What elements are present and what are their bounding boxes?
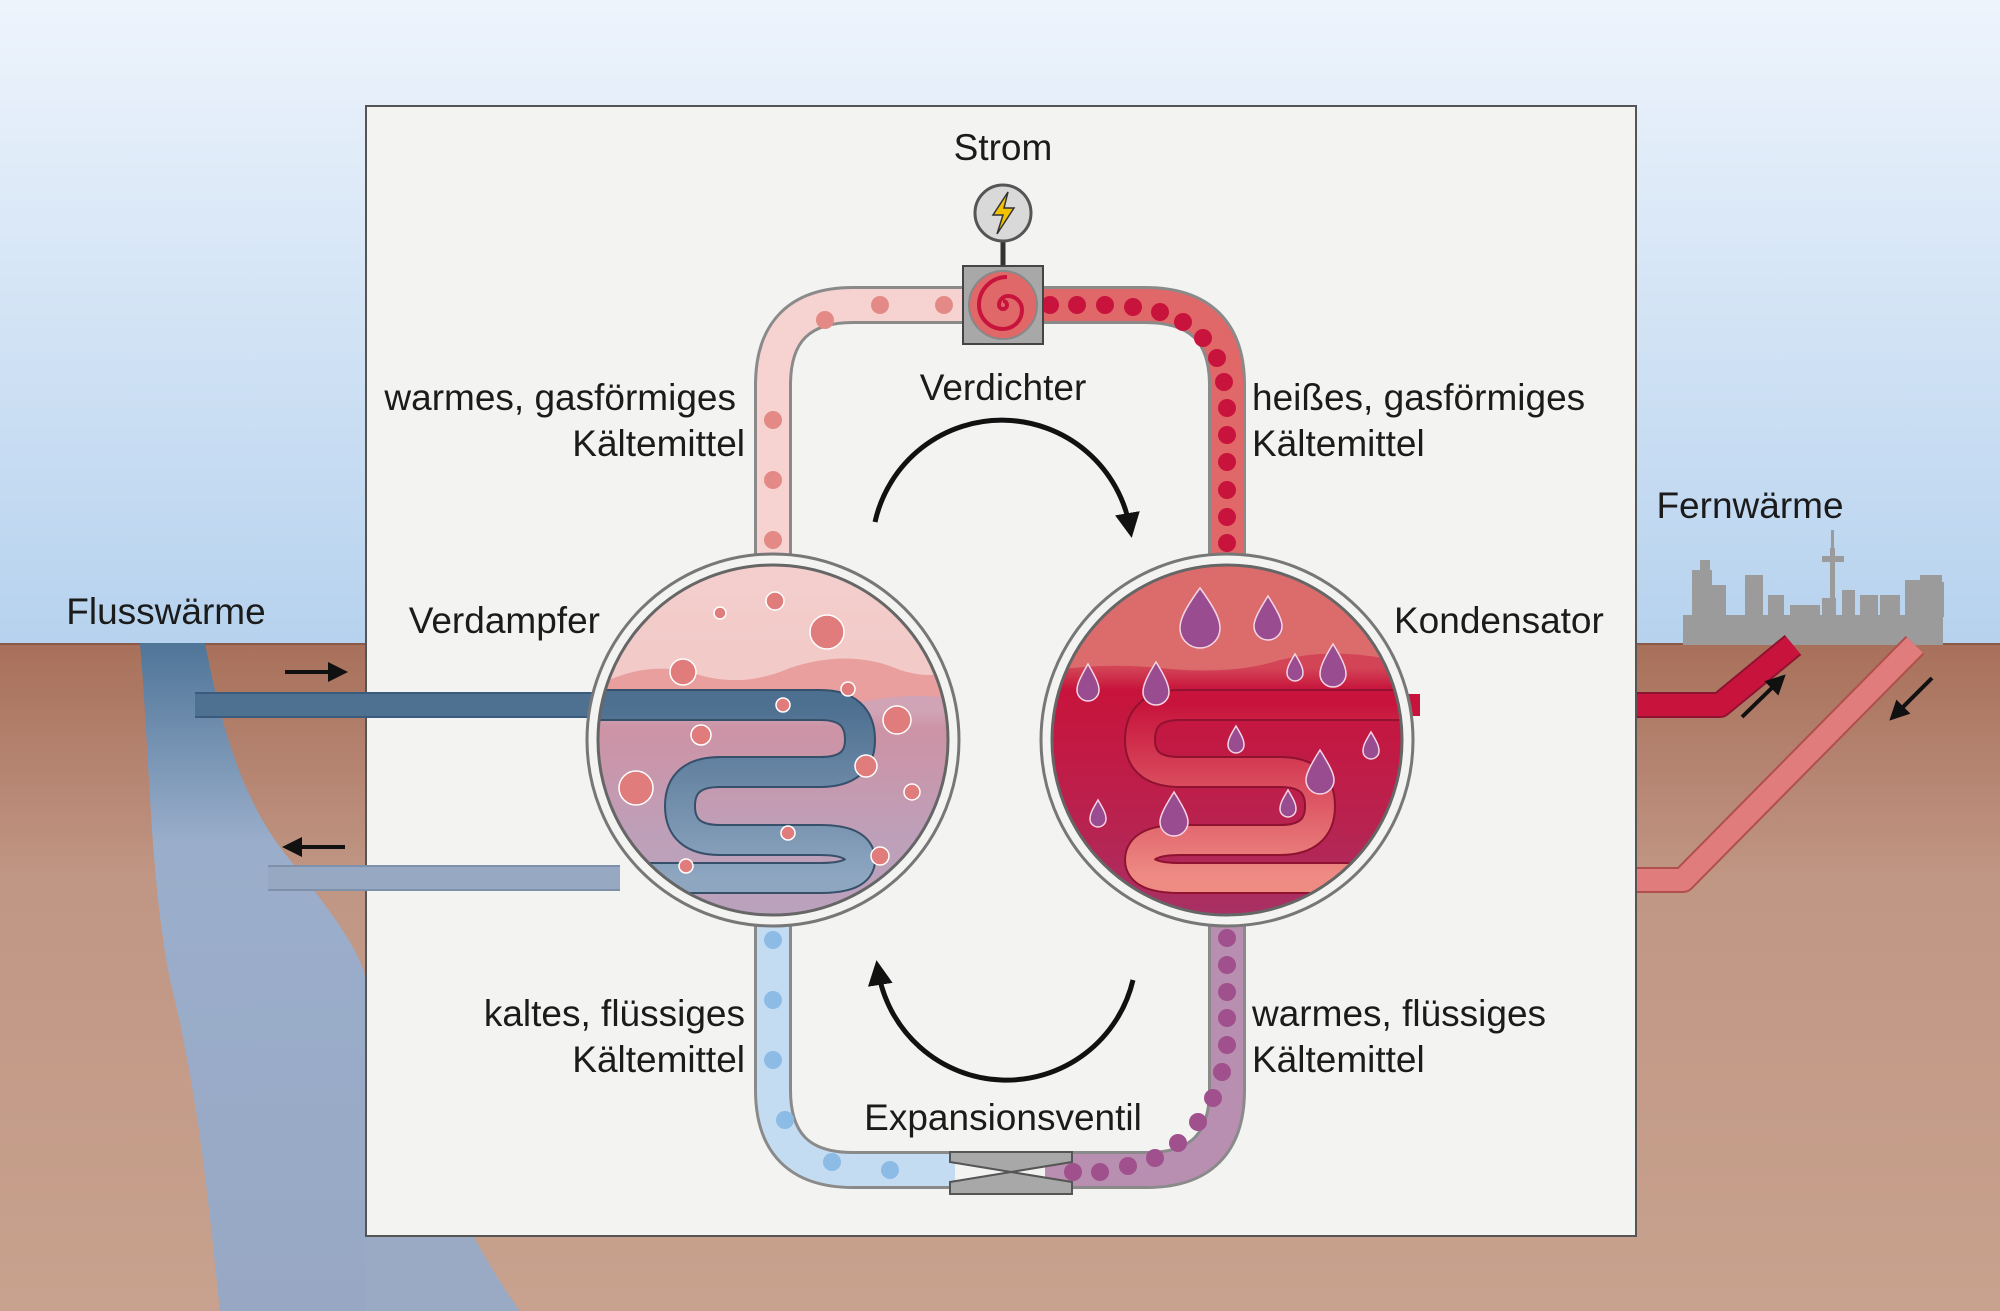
hourglass-valve-icon bbox=[949, 1151, 1073, 1195]
power-gauge bbox=[973, 183, 1033, 243]
label-fernwaerme: Fernwärme bbox=[1656, 485, 1843, 526]
label-warm-liquid-1: warmes, flüssiges bbox=[1251, 993, 1546, 1034]
label-kondensator: Kondensator bbox=[1394, 600, 1604, 641]
label-hot-gas-1: heißes, gasförmiges bbox=[1252, 377, 1585, 418]
warm-gas-particles bbox=[764, 296, 953, 549]
evaporator bbox=[585, 552, 961, 928]
warm-liquid-particles bbox=[1064, 929, 1236, 1181]
label-warm-liquid-2: Kältemittel bbox=[1252, 1039, 1425, 1080]
river bbox=[140, 643, 366, 1311]
cold-liquid-particles bbox=[764, 931, 899, 1179]
arrow-fernwaerme-down bbox=[1889, 676, 1934, 721]
lightning-bolt-icon bbox=[991, 191, 1016, 235]
compressor bbox=[962, 265, 1044, 345]
evaporator-bubbles bbox=[618, 591, 921, 874]
label-warm-gas-2: Kältemittel bbox=[572, 423, 745, 464]
cycle-arrow-top bbox=[872, 417, 1140, 538]
condenser bbox=[1039, 552, 1415, 928]
label-verdichter: Verdichter bbox=[920, 367, 1087, 408]
label-expansionsventil: Expansionsventil bbox=[864, 1097, 1142, 1138]
hot-gas-particles bbox=[1041, 296, 1236, 552]
expansion-valve bbox=[949, 1151, 1073, 1195]
label-strom: Strom bbox=[954, 127, 1053, 168]
label-hot-gas-2: Kältemittel bbox=[1252, 423, 1425, 464]
cycle-arrow-bottom bbox=[867, 960, 1136, 1083]
label-warm-gas-1: warmes, gasförmiges bbox=[383, 377, 736, 418]
label-cold-liquid-1: kaltes, flüssiges bbox=[484, 993, 745, 1034]
label-verdampfer: Verdampfer bbox=[409, 600, 600, 641]
condenser-droplets bbox=[1076, 586, 1380, 837]
label-cold-liquid-2: Kältemittel bbox=[572, 1039, 745, 1080]
arrow-fernwaerme-up bbox=[1740, 674, 1786, 719]
city-skyline-icon bbox=[1683, 530, 1944, 645]
spiral-fan-icon bbox=[976, 275, 1025, 332]
label-flusswaerme: Flusswärme bbox=[66, 591, 265, 632]
